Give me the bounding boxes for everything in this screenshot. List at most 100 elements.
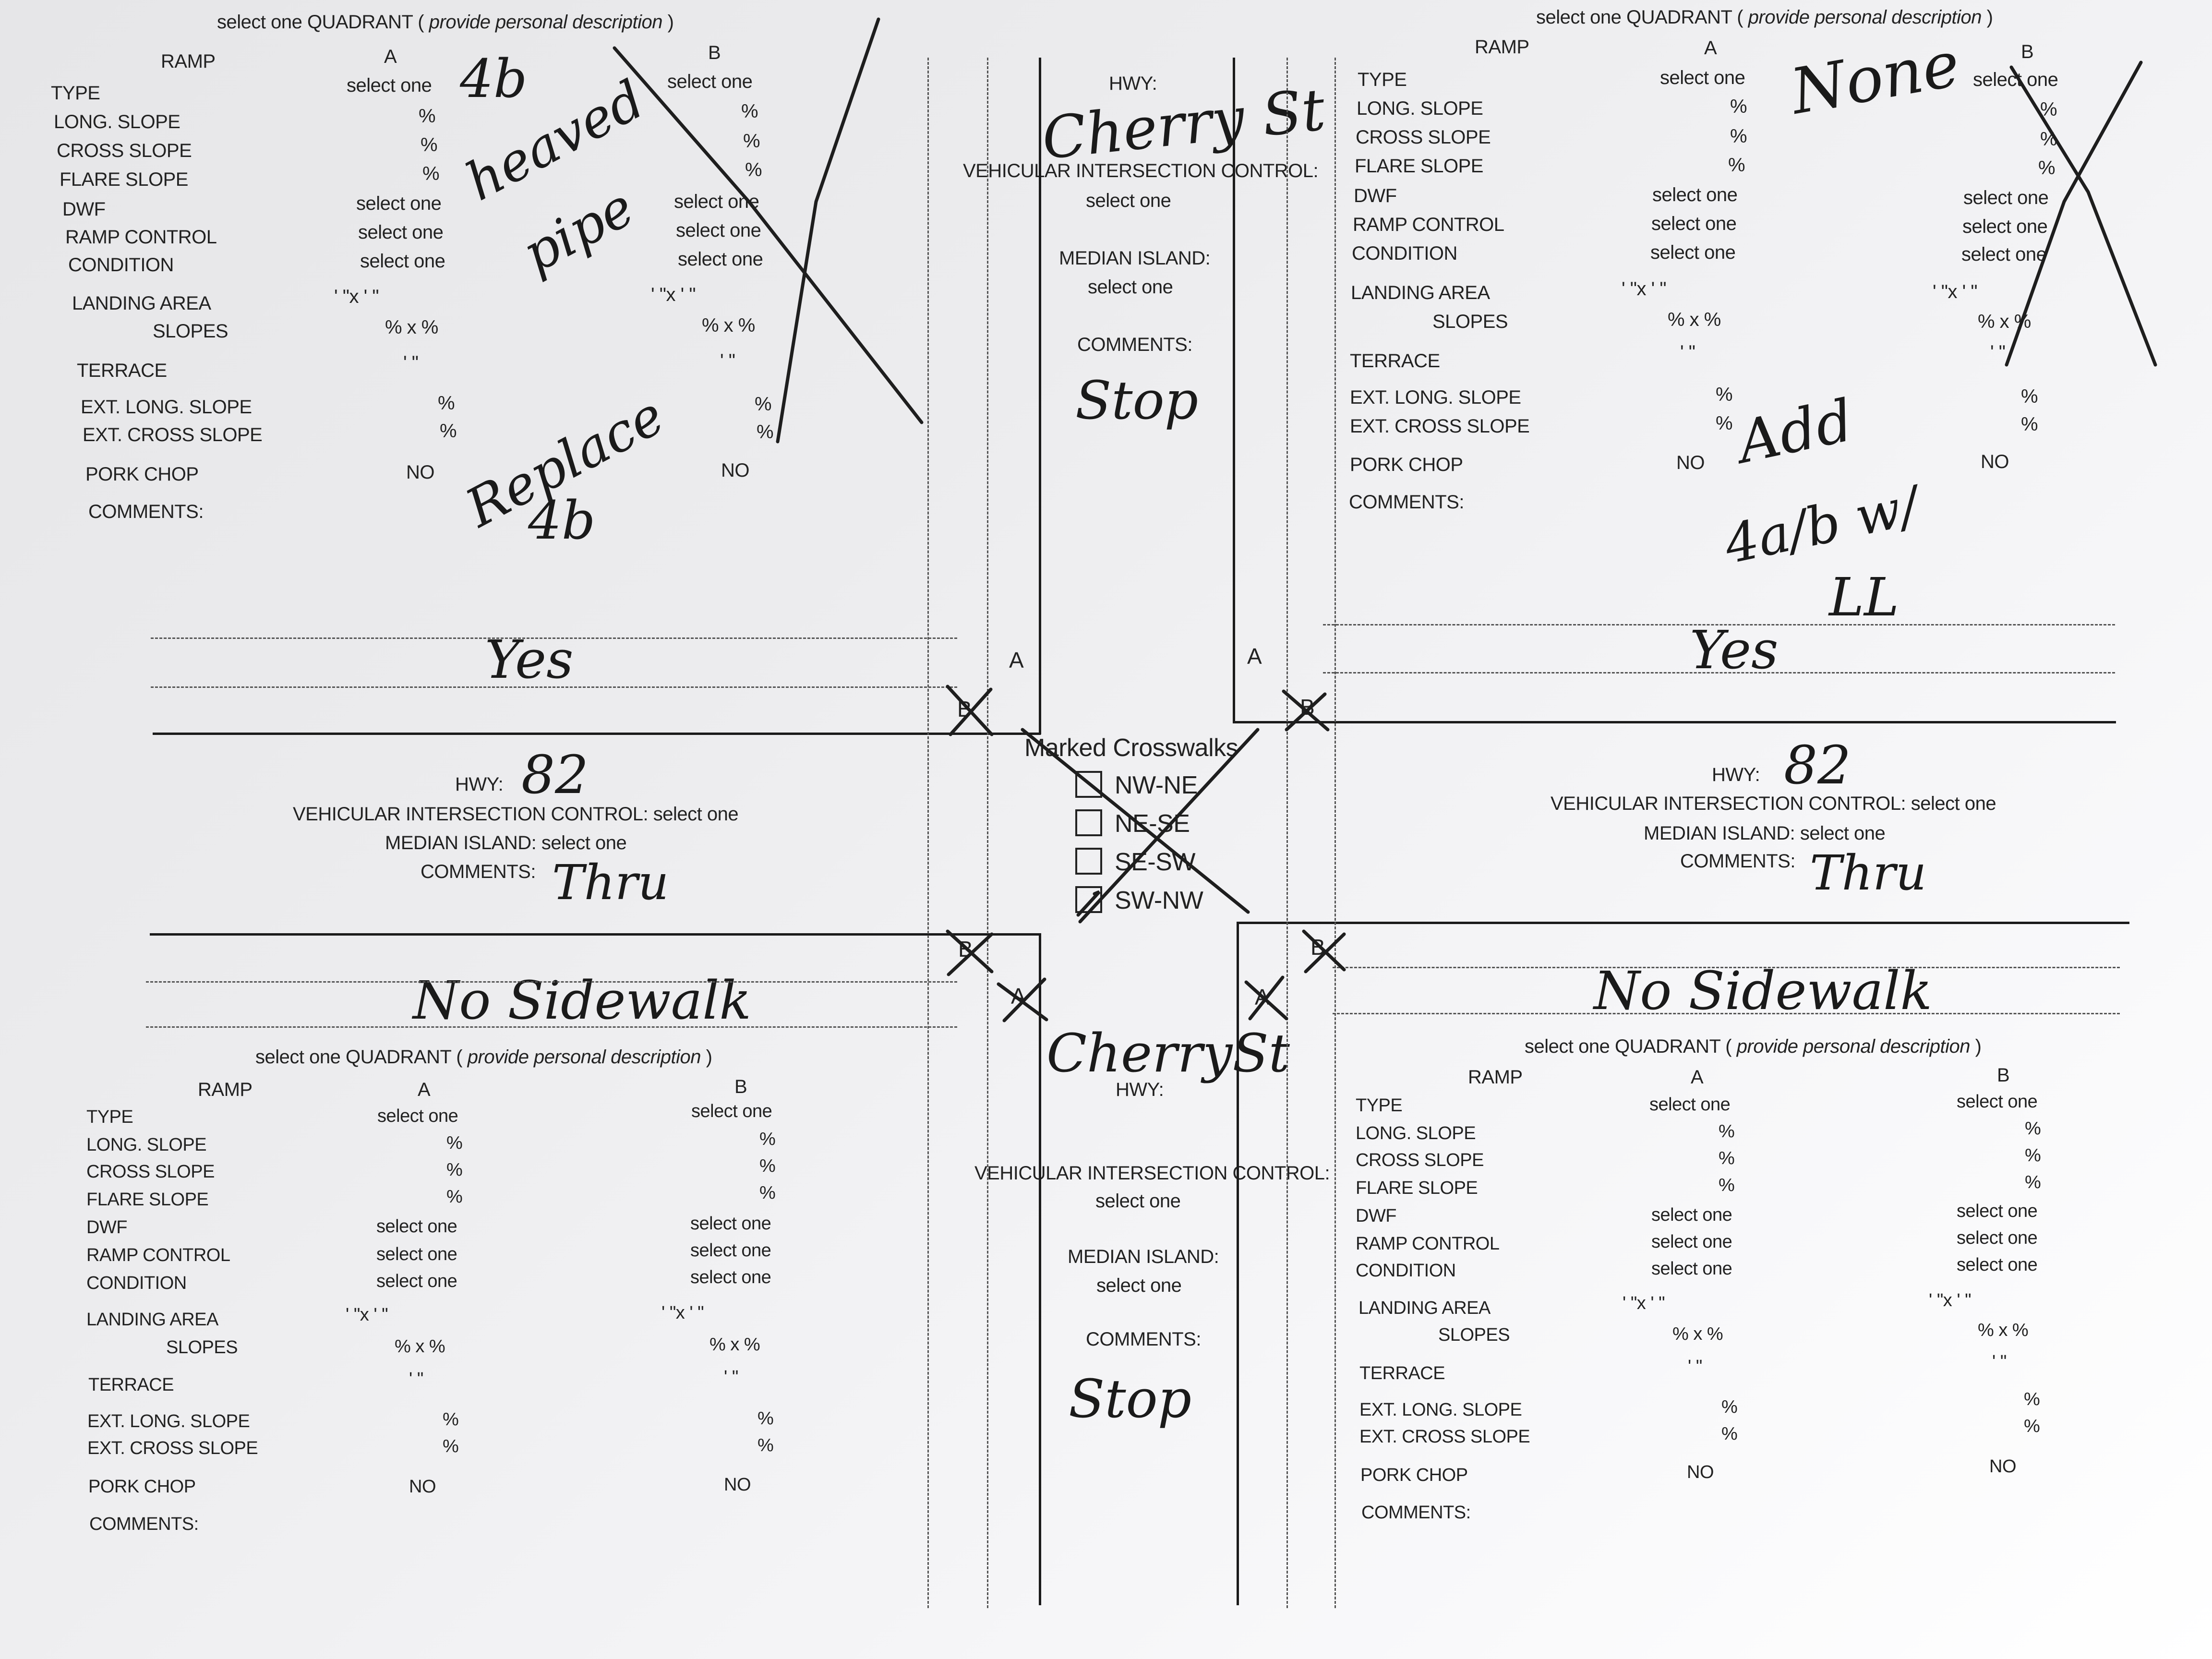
long-slope-b[interactable]: %	[759, 1129, 776, 1149]
ramp-control-a-select[interactable]: select one	[376, 1244, 457, 1264]
north-median-select[interactable]: select one	[1088, 276, 1173, 298]
cross-slope-b[interactable]: %	[2040, 129, 2057, 150]
terrace-a[interactable]: ' "	[409, 1369, 423, 1389]
slopes-b[interactable]: % x %	[1978, 1320, 2029, 1340]
ext-long-a[interactable]: %	[1716, 384, 1733, 405]
terrace-b[interactable]: ' "	[724, 1367, 738, 1387]
terrace-a[interactable]: ' "	[1688, 1357, 1702, 1377]
condition-b-select[interactable]: select one	[690, 1267, 771, 1287]
terrace-a[interactable]: ' "	[1680, 342, 1695, 363]
south-median-select[interactable]: select one	[1096, 1275, 1182, 1296]
crosswalk-checkbox-nw-ne[interactable]	[1075, 771, 1102, 798]
type-a-select[interactable]: select one	[1660, 67, 1745, 88]
south-vic-select[interactable]: select one	[1095, 1190, 1181, 1212]
terrace-b[interactable]: ' "	[1992, 1352, 2007, 1372]
dwf-b-select[interactable]: select one	[1963, 187, 2049, 208]
pork-chop-b[interactable]: NO	[721, 460, 750, 481]
slopes-a[interactable]: % x %	[385, 317, 438, 338]
ext-cross-b[interactable]: %	[2024, 1416, 2040, 1436]
type-b-select[interactable]: select one	[667, 71, 753, 92]
long-slope-a[interactable]: %	[446, 1133, 463, 1153]
landing-a[interactable]: ' "x ' "	[1623, 1293, 1665, 1313]
dwf-a-select[interactable]: select one	[1652, 184, 1738, 205]
flare-slope-a[interactable]: %	[1728, 155, 1745, 176]
type-a-select[interactable]: select one	[1649, 1094, 1731, 1115]
ext-cross-b[interactable]: %	[757, 1435, 774, 1455]
landing-b[interactable]: ' "x ' "	[1933, 281, 1978, 302]
long-slope-a[interactable]: %	[1730, 96, 1747, 117]
cross-slope-b[interactable]: %	[759, 1156, 776, 1176]
dwf-b-select[interactable]: select one	[1957, 1201, 2038, 1221]
pork-chop-a[interactable]: NO	[1676, 452, 1705, 473]
long-slope-b[interactable]: %	[2040, 99, 2057, 120]
type-b-select[interactable]: select one	[1973, 69, 2058, 90]
pork-chop-a[interactable]: NO	[406, 462, 435, 483]
long-slope-b[interactable]: %	[741, 101, 758, 122]
flare-slope-a[interactable]: %	[422, 163, 440, 184]
ramp-control-b-select[interactable]: select one	[690, 1240, 771, 1261]
long-slope-a[interactable]: %	[1719, 1121, 1735, 1142]
condition-a-select[interactable]: select one	[360, 251, 445, 272]
ext-cross-a[interactable]: %	[1721, 1424, 1738, 1444]
dwf-a-select[interactable]: select one	[356, 193, 442, 214]
cross-slope-a[interactable]: %	[446, 1160, 463, 1180]
type-a-select[interactable]: select one	[347, 75, 432, 96]
ext-cross-a[interactable]: %	[1716, 413, 1733, 434]
flare-slope-b[interactable]: %	[2038, 157, 2056, 179]
landing-a[interactable]: ' "x ' "	[1622, 278, 1667, 300]
landing-b[interactable]: ' "x ' "	[661, 1303, 704, 1323]
east-vic-label[interactable]: VEHICULAR INTERSECTION CONTROL: select o…	[1551, 793, 1996, 814]
pork-chop-a[interactable]: NO	[409, 1477, 436, 1497]
ramp-control-b-select[interactable]: select one	[1957, 1228, 2038, 1248]
slopes-a[interactable]: % x %	[395, 1336, 445, 1357]
ext-long-b[interactable]: %	[2024, 1389, 2040, 1409]
landing-a[interactable]: ' "x ' "	[346, 1305, 388, 1325]
west-vic-label[interactable]: VEHICULAR INTERSECTION CONTROL: select o…	[293, 804, 739, 825]
landing-b[interactable]: ' "x ' "	[651, 284, 696, 305]
crosswalk-checkbox-se-sw[interactable]	[1075, 848, 1102, 875]
dwf-a-select[interactable]: select one	[1651, 1205, 1732, 1225]
long-slope-a[interactable]: %	[419, 106, 436, 127]
cross-slope-b[interactable]: %	[2025, 1145, 2041, 1166]
ramp-control-a-select[interactable]: select one	[1651, 1232, 1732, 1252]
crosswalk-checkbox-sw-nw[interactable]	[1075, 886, 1102, 913]
cross-slope-a[interactable]: %	[1719, 1148, 1735, 1168]
cross-slope-a[interactable]: %	[421, 134, 438, 156]
ramp-control-b-select[interactable]: select one	[676, 220, 761, 241]
ramp-control-a-select[interactable]: select one	[1651, 213, 1737, 234]
dwf-b-select[interactable]: select one	[674, 191, 759, 212]
condition-b-select[interactable]: select one	[1961, 244, 2047, 265]
west-median-label[interactable]: MEDIAN ISLAND: select one	[385, 832, 627, 854]
ext-long-a[interactable]: %	[438, 393, 455, 414]
slopes-b[interactable]: % x %	[709, 1334, 760, 1355]
type-b-select[interactable]: select one	[1957, 1092, 2038, 1112]
crosswalk-checkbox-ne-se[interactable]	[1075, 809, 1102, 836]
ext-cross-b[interactable]: %	[757, 421, 774, 443]
condition-a-select[interactable]: select one	[1650, 242, 1736, 263]
flare-slope-a[interactable]: %	[446, 1187, 463, 1207]
ext-cross-a[interactable]: %	[440, 421, 457, 442]
ramp-control-a-select[interactable]: select one	[358, 222, 444, 243]
flare-slope-b[interactable]: %	[759, 1183, 776, 1203]
flare-slope-a[interactable]: %	[1719, 1175, 1735, 1195]
dwf-b-select[interactable]: select one	[690, 1214, 771, 1234]
ext-long-a[interactable]: %	[1721, 1397, 1738, 1417]
slopes-a[interactable]: % x %	[1672, 1324, 1723, 1344]
east-median-label[interactable]: MEDIAN ISLAND: select one	[1644, 823, 1886, 844]
flare-slope-b[interactable]: %	[745, 159, 762, 180]
condition-a-select[interactable]: select one	[376, 1271, 457, 1291]
slopes-b[interactable]: % x %	[702, 315, 755, 336]
pork-chop-a[interactable]: NO	[1687, 1462, 1714, 1482]
type-b-select[interactable]: select one	[691, 1101, 772, 1121]
pork-chop-b[interactable]: NO	[1981, 451, 2009, 472]
flare-slope-b[interactable]: %	[2025, 1172, 2041, 1192]
dwf-a-select[interactable]: select one	[376, 1216, 457, 1237]
long-slope-b[interactable]: %	[2025, 1118, 2041, 1139]
pork-chop-b[interactable]: NO	[1989, 1456, 2017, 1477]
ext-long-b[interactable]: %	[2021, 386, 2038, 407]
condition-a-select[interactable]: select one	[1651, 1259, 1732, 1279]
ext-long-a[interactable]: %	[443, 1409, 459, 1430]
north-vic-select[interactable]: select one	[1086, 190, 1171, 211]
ext-cross-a[interactable]: %	[443, 1436, 459, 1456]
terrace-b[interactable]: ' "	[1990, 342, 2006, 363]
